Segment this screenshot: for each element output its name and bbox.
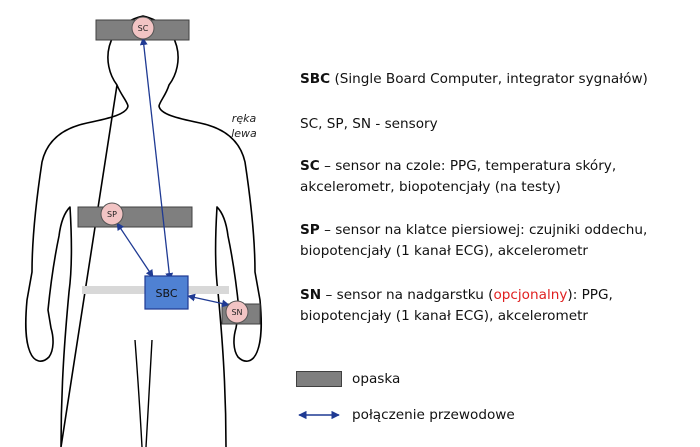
sensor-sn-node [225,300,249,324]
desc-sbc-abbr: SBC [300,71,331,87]
desc-sn-text2: ): PPG, [567,287,613,303]
left-hand-note-line1: ręka [231,112,257,125]
sensor-sn-label: SN [231,308,242,317]
legend-wire-label: połączenie przewodowe [352,407,515,423]
desc-sc-text1: – sensor na czole: PPG, temperatura skór… [319,158,617,174]
desc-sp-text1: – sensor na klatce piersiowej: czujniki … [319,222,648,238]
sbc-label: SBC [155,287,177,300]
desc-sp-line1: SP – sensor na klatce piersiowej: czujni… [300,220,647,241]
desc-sc: SC – sensor na czole: PPG, temperatura s… [300,156,616,198]
desc-sn-text1: – sensor na nadgarstku ( [321,287,494,303]
wire-sbc-sp [116,222,154,278]
legend-band-row: opaska [296,371,400,387]
desc-sn-abbr: SN [300,287,322,303]
desc-sn-line1: SN – sensor na nadgarstku (opcjonalny): … [300,285,613,306]
desc-sbc-text: (Single Board Computer, integrator sygna… [330,71,648,87]
inner-leg-line [145,339,153,447]
legend-band-label: opaska [352,371,401,387]
wire-sbc-sc [139,37,174,281]
desc-sensors: SC, SP, SN - sensory [300,114,438,135]
desc-sbc: SBC (Single Board Computer, integrator s… [300,69,648,90]
desc-sn: SN – sensor na nadgarstku (opcjonalny): … [300,285,613,327]
sensor-sp-label: SP [107,210,117,219]
desc-sc-abbr: SC [300,158,320,174]
legend-wire-row: połączenie przewodowe [296,407,515,423]
left-hand-note: ręka lewa [222,111,266,141]
inner-arm-line [134,339,143,447]
desc-sc-line2: akcelerometr, biopotencjały (na testy) [300,179,561,195]
desc-sp-line2: biopotencjały (1 kanał ECG), akceleromet… [300,243,589,259]
sensor-sc-label: SC [138,24,149,33]
chest-band [77,206,193,228]
wire-sbc-sn [187,293,230,308]
desc-sc-line1: SC – sensor na czole: PPG, temperatura s… [300,156,616,177]
desc-sn-line2: biopotencjały (1 kanał ECG), akceleromet… [300,308,589,324]
legend-wire-arrow-icon [298,410,340,420]
desc-sp-abbr: SP [300,222,320,238]
desc-sn-optional: opcjonalny [493,287,568,303]
legend-band-swatch [296,371,342,387]
body-outline [24,15,263,447]
desc-sp: SP – sensor na klatce piersiowej: czujni… [300,220,647,262]
sbc-node [144,275,189,310]
sensor-sc-node [131,16,155,40]
sensor-sp-node [100,202,124,226]
body-diagram: SC SP SBC SN [24,15,263,447]
left-hand-note-line2: lewa [231,127,257,140]
desc-sensors-text: SC, SP, SN - sensory [300,116,438,132]
